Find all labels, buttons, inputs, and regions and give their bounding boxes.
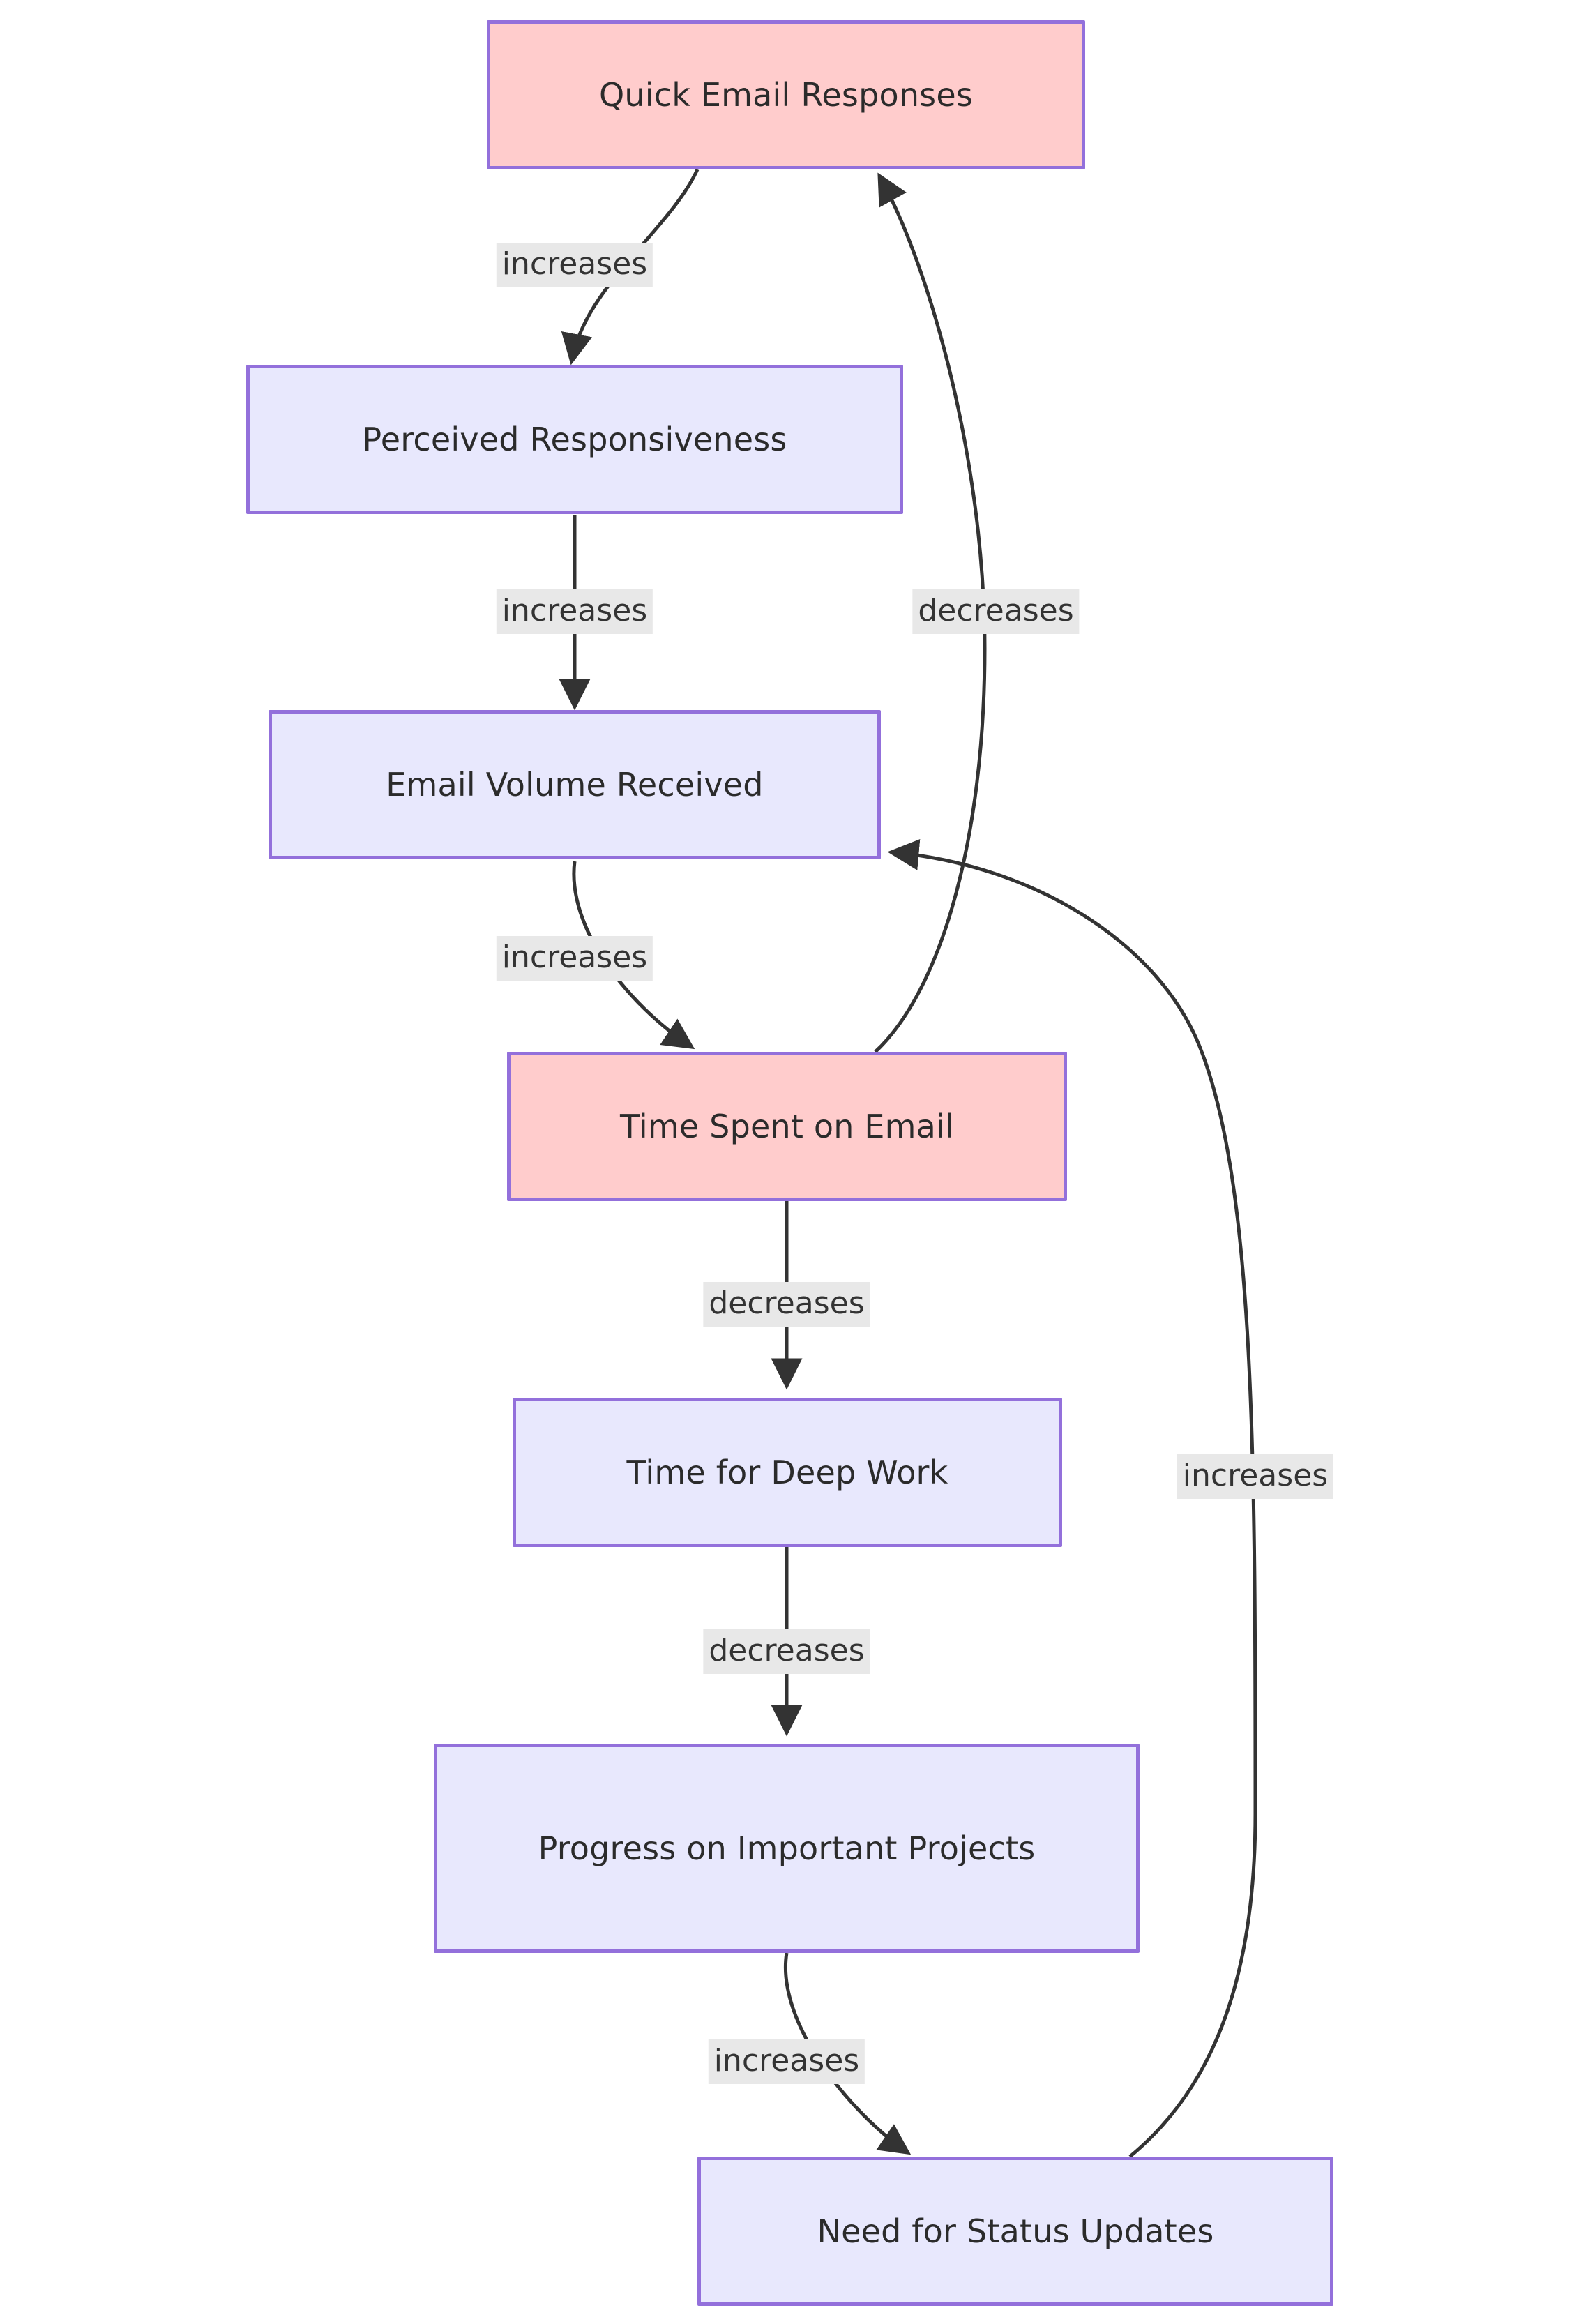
node-need-for-status-updates[interactable]: Need for Status Updates xyxy=(697,2157,1333,2306)
node-label-progress-on-important-projects: Progress on Important Projects xyxy=(538,1829,1036,1867)
node-label-time-for-deep-work: Time for Deep Work xyxy=(626,1453,948,1491)
node-label-email-volume-received: Email Volume Received xyxy=(386,765,764,803)
node-label-time-spent-on-email: Time Spent on Email xyxy=(619,1107,955,1145)
edge-label-increases-status-to-volume: increases xyxy=(1177,1454,1334,1499)
node-time-for-deep-work[interactable]: Time for Deep Work xyxy=(513,1398,1062,1547)
edge-label-increases-quick-to-perceived: increases xyxy=(496,243,653,287)
edge-label-increases-volume-to-time-spent: increases xyxy=(496,936,653,981)
node-time-spent-on-email[interactable]: Time Spent on Email xyxy=(507,1052,1067,1201)
node-progress-on-important-projects[interactable]: Progress on Important Projects xyxy=(434,1744,1140,1953)
node-label-perceived-responsiveness: Perceived Responsiveness xyxy=(362,420,787,458)
edge-label-increases-perceived-to-volume: increases xyxy=(496,589,653,634)
node-label-need-for-status-updates: Need for Status Updates xyxy=(817,2212,1214,2250)
edge-label-decreases-time-spent-to-deep-work: decreases xyxy=(703,1282,870,1327)
edge-label-decreases-time-spent-to-quick: decreases xyxy=(912,589,1080,634)
edge-label-increases-progress-to-status: increases xyxy=(708,2039,865,2084)
edge-label-decreases-deep-work-to-progress: decreases xyxy=(703,1629,870,1674)
node-quick-email-responses[interactable]: Quick Email Responses xyxy=(487,20,1085,169)
node-email-volume-received[interactable]: Email Volume Received xyxy=(269,710,881,859)
node-perceived-responsiveness[interactable]: Perceived Responsiveness xyxy=(246,365,903,514)
node-label-quick-email-responses: Quick Email Responses xyxy=(598,75,974,114)
